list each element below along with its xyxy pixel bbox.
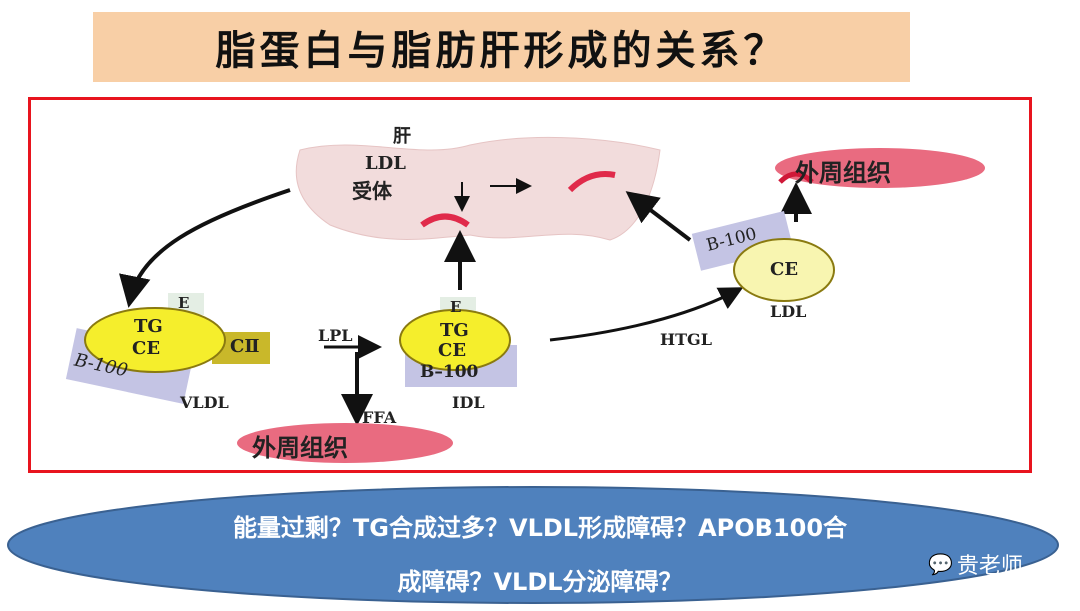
- lpl-label: LPL: [318, 326, 353, 345]
- ffa-label: FFA: [362, 408, 397, 427]
- arrow-htgl: [549, 287, 744, 342]
- peripheral-tissue-top: [775, 148, 985, 188]
- watermark-text: 贵老师: [956, 554, 1023, 579]
- question-line-2: 成障碍？VLDL分泌障碍？: [397, 568, 683, 596]
- ldl-receptor-label-2: 受体: [352, 179, 392, 203]
- question-ellipse: [7, 486, 1059, 604]
- idl-particle: [399, 309, 511, 371]
- wechat-icon: 💬: [928, 552, 953, 576]
- vldl-particle: [84, 307, 226, 373]
- peripheral-tissue-bottom: [237, 423, 453, 463]
- peripheral-tissue-top-label: 外周组织: [795, 159, 891, 187]
- ldl-receptor-left: [420, 213, 470, 228]
- idl-apo-b-label: B–100: [420, 362, 479, 382]
- ldl-particle: [733, 238, 835, 302]
- ldl-ce-label: CE: [770, 259, 799, 280]
- slide-title: 脂蛋白与脂肪肝形成的关系？: [215, 27, 788, 74]
- tissue-receptor: [778, 171, 814, 184]
- diagram-frame: [28, 97, 1032, 473]
- watermark: 💬 贵老师: [928, 548, 1023, 580]
- vldl-name: VLDL: [180, 393, 229, 412]
- idl-tg-label: TG: [440, 320, 469, 341]
- vldl-apo-c-label: CⅡ: [230, 336, 260, 357]
- ldl-apo-b: [691, 210, 794, 271]
- vldl-tg-label: TG: [134, 316, 163, 337]
- idl-name: IDL: [452, 393, 485, 412]
- title-banner: 脂蛋白与脂肪肝形成的关系？: [93, 12, 910, 82]
- ldl-receptor-label-1: LDL: [365, 153, 406, 174]
- htgl-label: HTGL: [660, 330, 712, 349]
- liver-label: 肝: [393, 126, 411, 147]
- peripheral-tissue-bottom-label: 外周组织: [252, 434, 348, 462]
- question-line-1: 能量过剩？TG合成过多？VLDL形成障碍？APOB100合: [232, 514, 848, 542]
- arrow-liver-to-vldl: [119, 188, 291, 308]
- ldl-receptor-right: [567, 171, 616, 193]
- arrow-ldl-to-liver: [625, 191, 692, 242]
- liver-shape: [295, 136, 661, 241]
- ldl-name: LDL: [770, 302, 807, 321]
- idl-apo-e-label: E: [450, 298, 462, 316]
- idl-ce-label: CE: [438, 340, 467, 361]
- vldl-apo-e-label: E: [178, 294, 190, 312]
- vldl-ce-label: CE: [132, 338, 161, 359]
